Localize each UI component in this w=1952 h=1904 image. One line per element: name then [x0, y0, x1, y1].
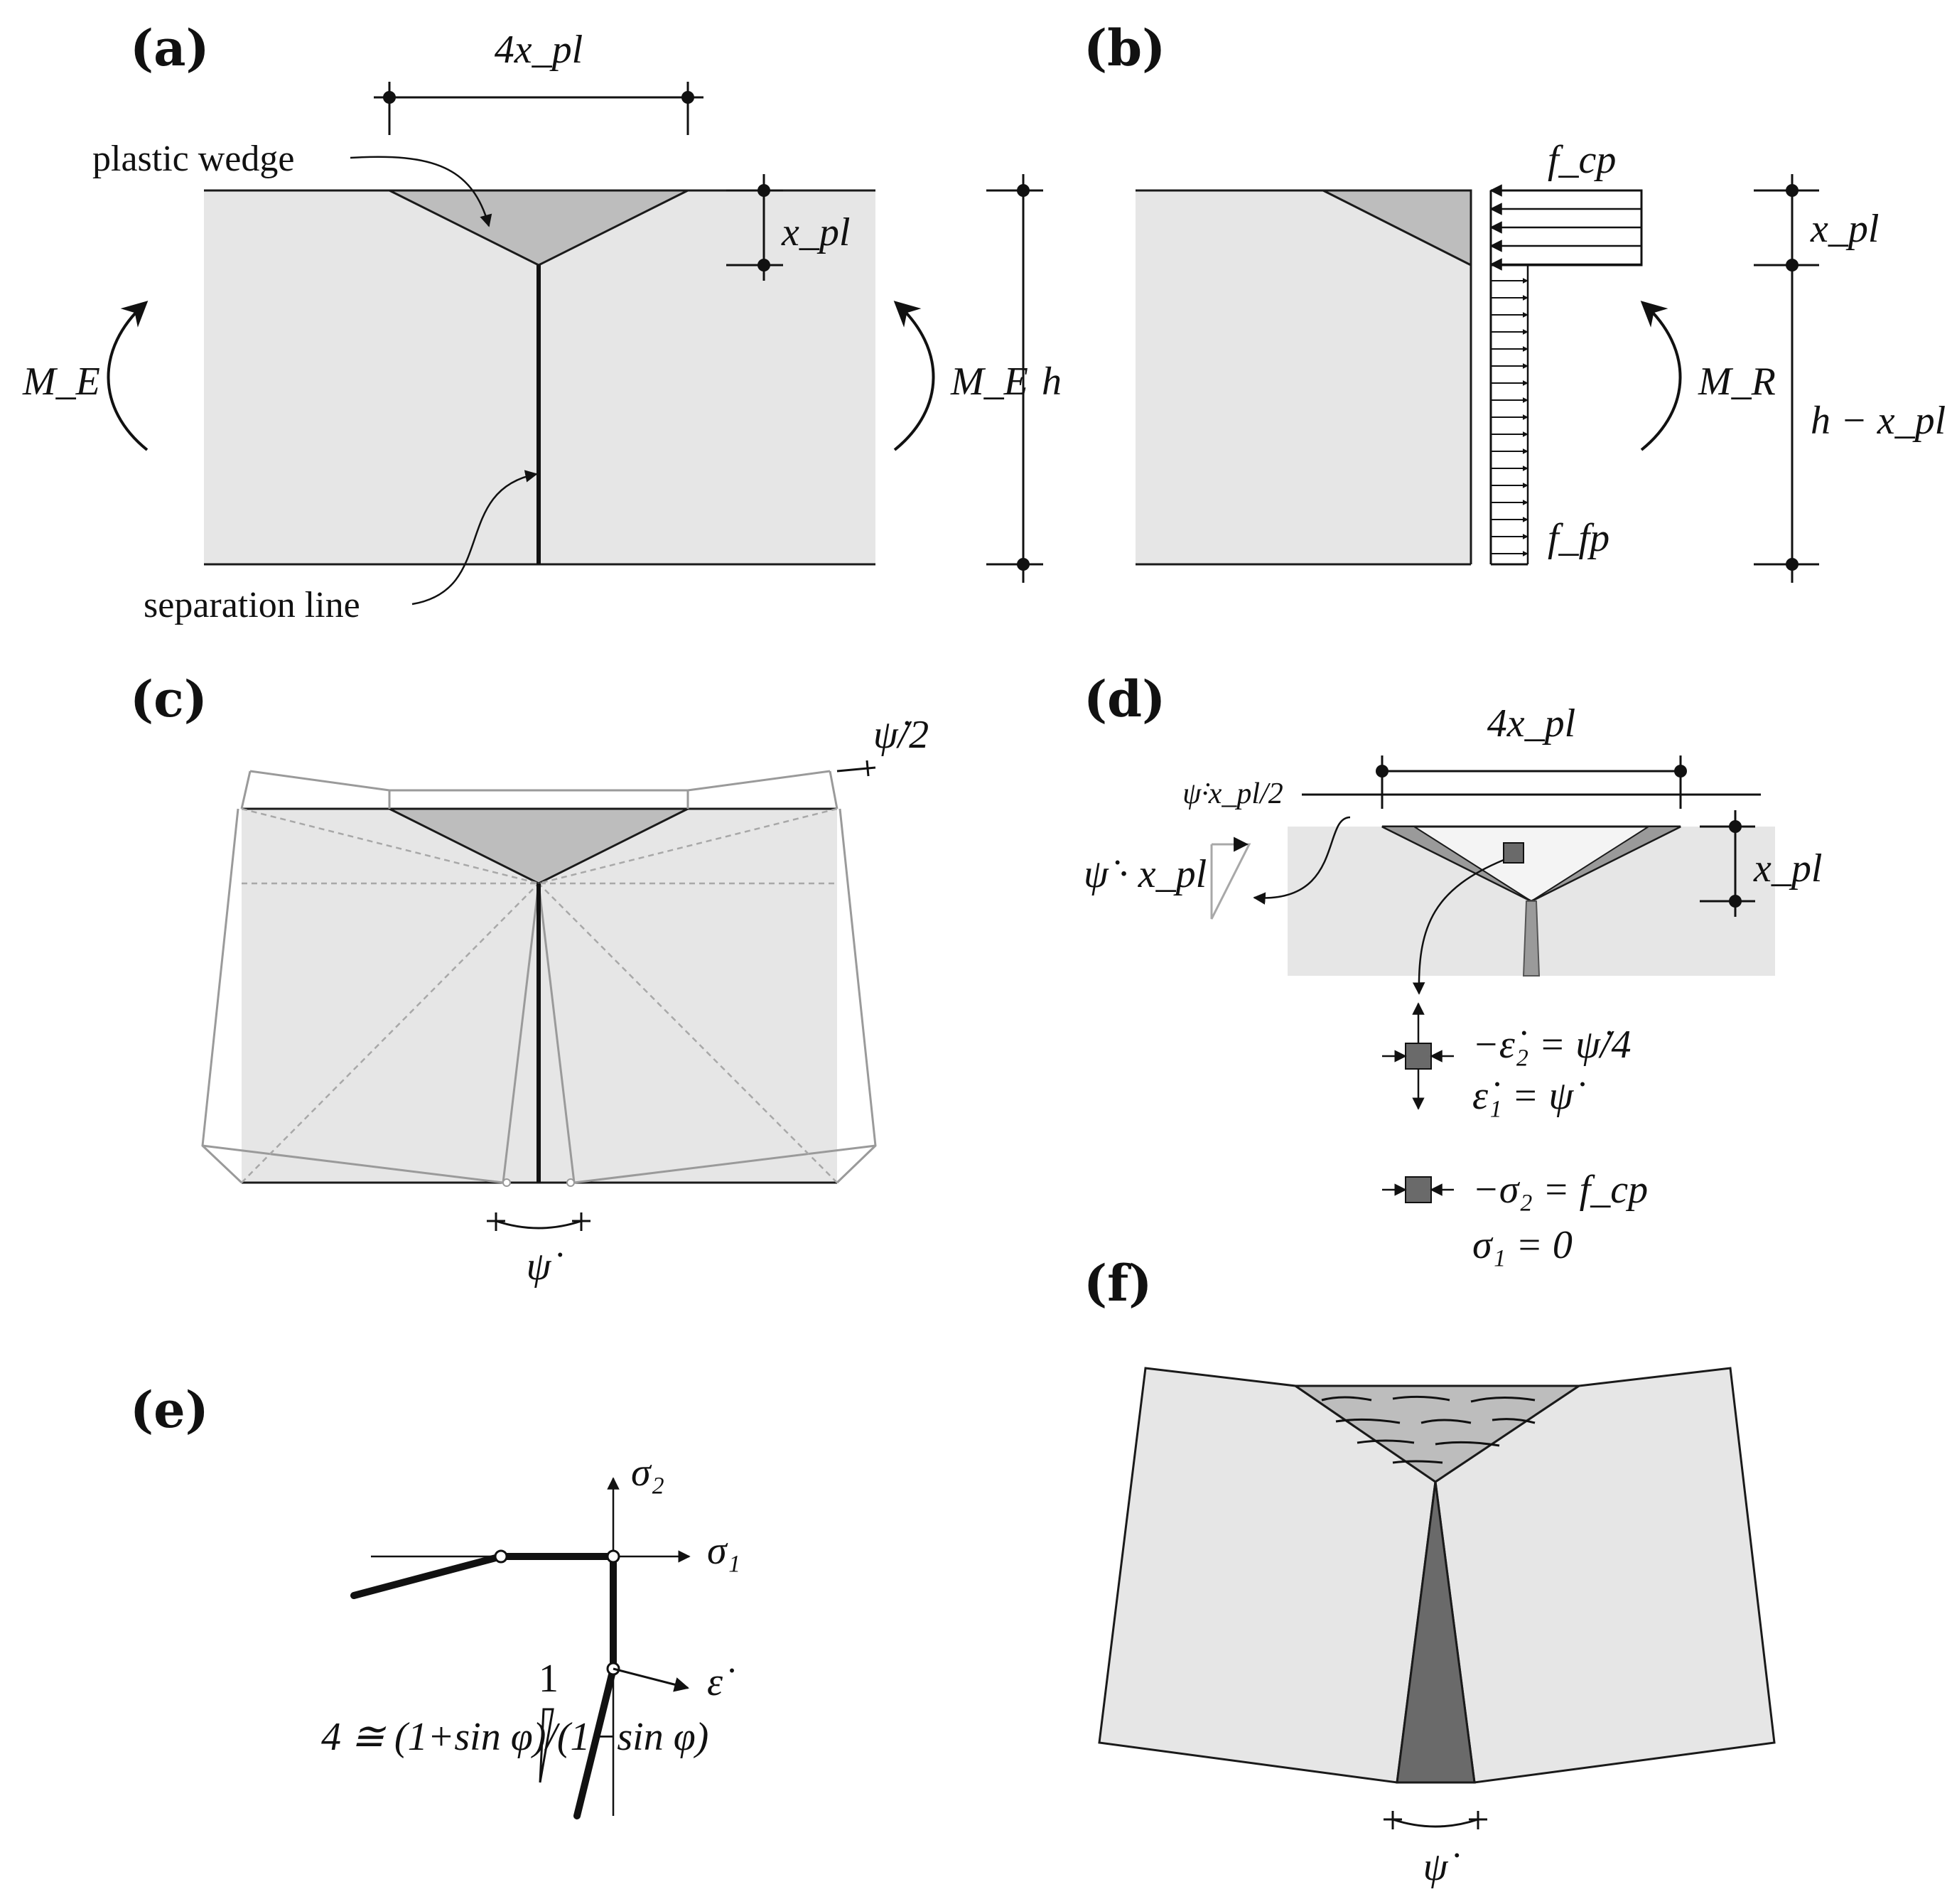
- sigma-2-label: σ₂: [631, 1451, 664, 1495]
- stress-2-label: −σ₂ = f_cp: [1472, 1168, 1648, 1212]
- slope-one-label: 1: [539, 1657, 559, 1701]
- stress-1-label: σ₁ = 0: [1472, 1223, 1573, 1267]
- panel-d-label: (d): [1084, 669, 1165, 728]
- yield-surface: [350, 1553, 617, 1819]
- panel-a: (a) 4x_pl plastic wedge separation line …: [22, 18, 1062, 625]
- compression-stress-label: f_cp: [1548, 138, 1616, 182]
- panel-e: (e) σ₂ σ₁ ε̇ 1 4 ≅ (1+sin φ)/(1−sin φ): [130, 1380, 740, 1819]
- wedge-depth-label: x_pl: [781, 210, 850, 254]
- strain-rate-vector: [613, 1667, 690, 1692]
- strain-element: [1382, 1002, 1454, 1110]
- moment-resistance-label: M_R: [1698, 360, 1776, 404]
- slope-relation-label: 4 ≅ (1+sin φ)/(1−sin φ): [321, 1715, 708, 1759]
- panel-c: (c) ψ̇/2: [130, 669, 929, 1289]
- sigma-1-label: σ₁: [707, 1529, 740, 1573]
- wedge-width-dimension-d: 4x_pl: [1487, 701, 1575, 746]
- slope-triangle: [539, 1708, 554, 1783]
- rotation-label: ψ̇: [527, 1244, 563, 1289]
- half-beam-body: [1136, 190, 1471, 564]
- tension-stress-block: [1491, 265, 1529, 566]
- velocity-triangle: [1210, 837, 1251, 920]
- strain-rate-label: ε̇: [707, 1660, 734, 1704]
- crushing-marks: [1321, 1395, 1536, 1464]
- rotation-half-label: ψ̇/2: [873, 713, 929, 757]
- moment-right-label: M_E: [950, 360, 1028, 404]
- moment-left-label: M_E: [22, 360, 100, 404]
- panel-a-label: (a): [130, 18, 210, 77]
- tension-stress-label: f_fp: [1548, 516, 1609, 560]
- panel-b-label: (b): [1084, 18, 1165, 77]
- compression-stress-block: [1489, 184, 1643, 564]
- height-label: h: [1042, 360, 1062, 404]
- compression-depth-label: x_pl: [1810, 207, 1879, 251]
- plastic-wedge-shape: [389, 189, 689, 267]
- velocity-label: ψ̇ · x_pl: [1084, 852, 1207, 896]
- velocity-half-label: ψ̇·x_pl/2: [1182, 778, 1283, 810]
- rotation-arc: [495, 1220, 582, 1230]
- wedge-depth-label-d: x_pl: [1753, 846, 1822, 891]
- moment-arrow-left: [107, 301, 149, 451]
- panel-d: (d) 4x_pl x_pl ψ̇·x_pl/2 ψ̇ · x_pl: [1084, 669, 1822, 1267]
- moment-arrow-right: [893, 301, 935, 451]
- rotation-label-f: ψ̇: [1423, 1845, 1460, 1889]
- tension-depth-label: h − x_pl: [1811, 399, 1946, 443]
- strain-2-label: −ε̇₂ = ψ̇/4: [1472, 1023, 1631, 1067]
- separation-line-label: separation line: [144, 585, 360, 625]
- plastic-wedge-label: plastic wedge: [92, 139, 294, 179]
- panel-f: (f) ψ̇: [1084, 1254, 1776, 1889]
- open-crack: [1396, 1481, 1476, 1784]
- panel-c-label: (c): [130, 669, 207, 728]
- panel-b: (b) f_cp: [1084, 18, 1946, 583]
- panel-f-label: (f): [1084, 1254, 1152, 1313]
- wedge-width-dimension: 4x_pl: [495, 28, 583, 72]
- strain-1-label: ε̇₁ = ψ̇: [1472, 1074, 1585, 1118]
- crushed-wedge: [1292, 1384, 1582, 1483]
- panel-e-label: (e): [130, 1380, 209, 1439]
- rotation-arc-f: [1392, 1818, 1479, 1828]
- stress-element: [1382, 1176, 1454, 1203]
- moment-resistance-arrow: [1640, 301, 1682, 451]
